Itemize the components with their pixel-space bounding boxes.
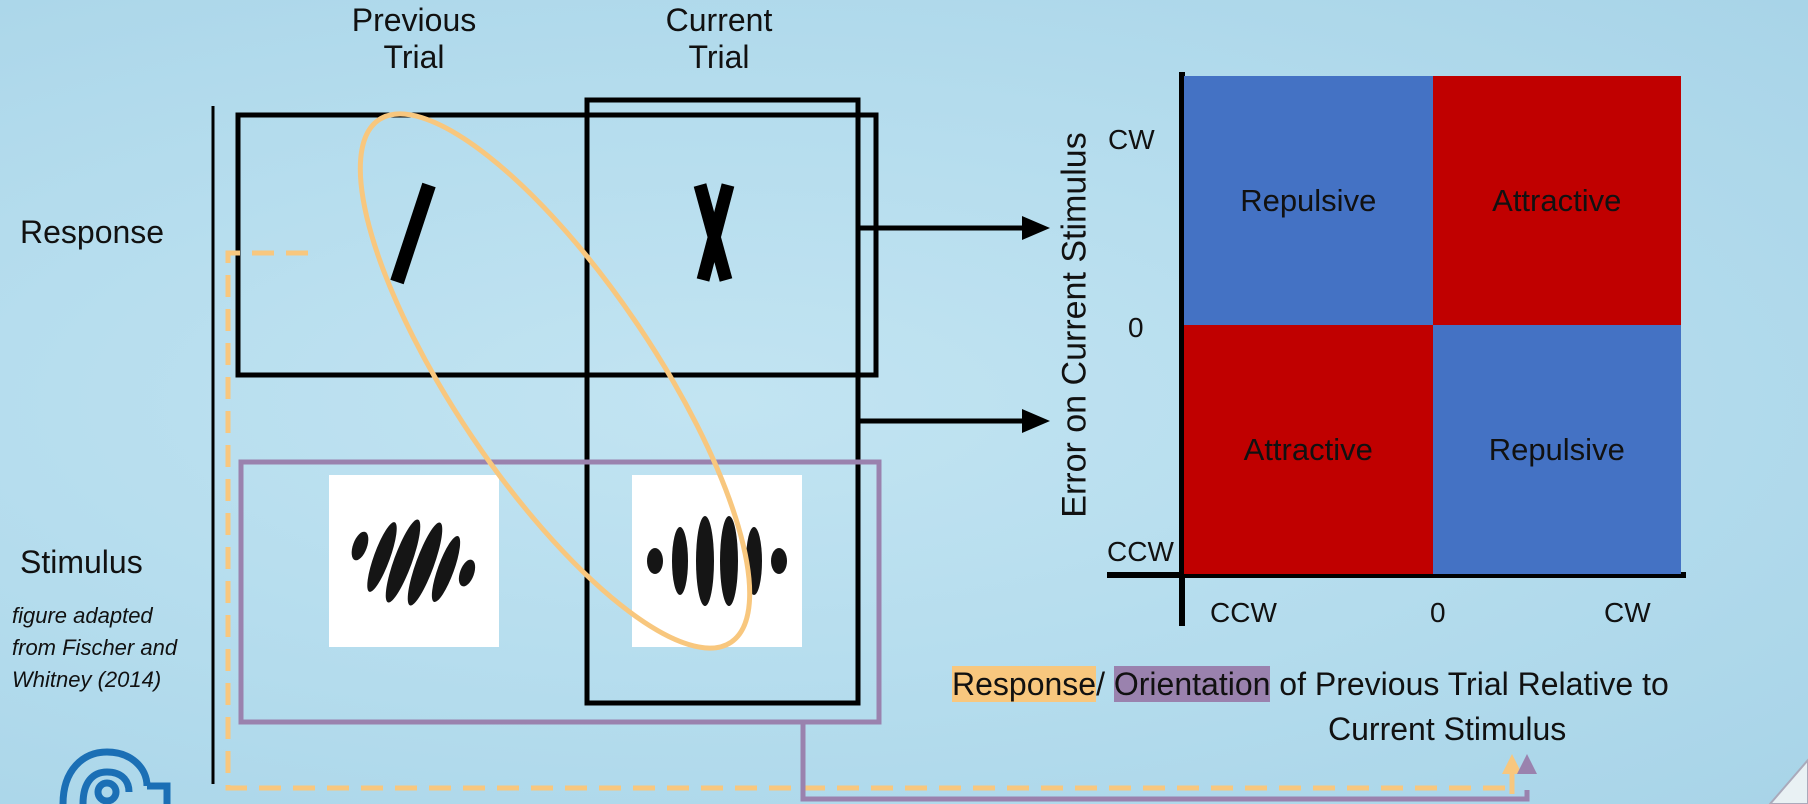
- x-tick-zero: 0: [1430, 597, 1446, 628]
- corner-decoration: [1768, 758, 1808, 804]
- cell-top-left: Repulsive: [1184, 76, 1433, 325]
- x-tick-cw: CW: [1604, 597, 1651, 628]
- previous-response-bar: [390, 182, 436, 285]
- arrow-to-lower-half: [860, 409, 1050, 433]
- response-dashed-connector: [225, 250, 1515, 791]
- y-tick-ccw: CCW: [1107, 536, 1174, 567]
- current-response-cross: [693, 183, 735, 282]
- response-row-box: [235, 112, 879, 378]
- bias-matrix: Repulsive Attractive Attractive Repulsiv…: [1184, 76, 1681, 574]
- response-connector-arrowhead: [1502, 754, 1522, 774]
- orientation-connector-arrowhead: [1517, 754, 1537, 774]
- cell-top-right: Attractive: [1432, 76, 1681, 325]
- y-axis-label: Error on Current Stimulus: [1055, 132, 1094, 518]
- current-trial-column-box: [584, 97, 861, 706]
- y-tick-cw: CW: [1108, 124, 1155, 155]
- row-label-stimulus: Stimulus: [20, 544, 143, 580]
- cell-bottom-right: Repulsive: [1432, 325, 1681, 574]
- response-stimulus-ellipse: [357, 111, 753, 651]
- x-axis-caption: Response/ Orientation of Previous Trial …: [952, 662, 1669, 753]
- current-stimulus-image: [632, 475, 802, 647]
- previous-stimulus-image: [329, 475, 499, 647]
- caption-response: Response: [952, 666, 1097, 702]
- arrow-to-upper-half: [860, 216, 1050, 240]
- cell-bottom-left: Attractive: [1184, 325, 1433, 574]
- orientation-connector: [800, 722, 1530, 802]
- citation: figure adapted from Fischer and Whitney …: [12, 603, 178, 692]
- caption-orientation: Orientation: [1113, 666, 1271, 702]
- x-tick-ccw: CCW: [1210, 597, 1277, 628]
- row-label-response: Response: [20, 214, 165, 250]
- caption-line2: Current Stimulus: [1328, 711, 1567, 748]
- stimulus-row-box: [238, 459, 882, 725]
- caption-rest: of Previous Trial Relative to: [1270, 666, 1669, 702]
- y-tick-zero: 0: [1128, 312, 1144, 343]
- caption-separator: /: [1096, 666, 1114, 702]
- institution-logo: [59, 748, 171, 804]
